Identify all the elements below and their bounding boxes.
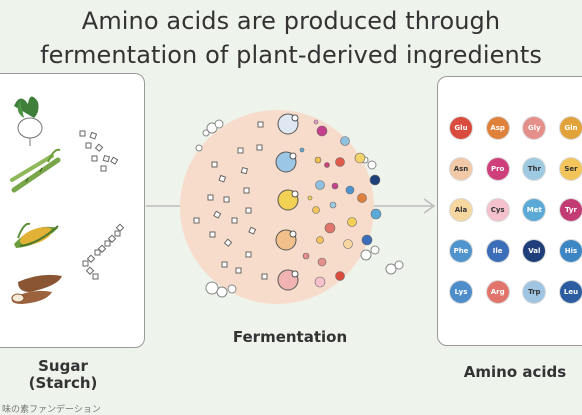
amino-acid-lys: Lys bbox=[450, 281, 472, 303]
amino-acid-glu: Glu bbox=[450, 117, 472, 139]
amino-acid-ile: Ile bbox=[486, 240, 509, 262]
sugar-label-line-2: (Starch) bbox=[28, 374, 98, 392]
amino-acid-row: Phe Ile Val His bbox=[450, 240, 582, 262]
amino-acid-leu: Leu bbox=[559, 281, 582, 303]
radish-icon bbox=[14, 96, 43, 146]
sugar-crystals bbox=[79, 130, 125, 280]
fermentation-label: Fermentation bbox=[232, 328, 348, 346]
amino-acid-arg: Arg bbox=[486, 281, 509, 303]
amino-acid-cys: Cys bbox=[486, 199, 509, 221]
amino-acid-row: Ala Cys Met Tyr bbox=[450, 199, 582, 221]
fermentation-sugar-crystals bbox=[193, 121, 268, 280]
sugar-label-line-1: Sugar bbox=[38, 357, 88, 375]
amino-acid-asn: Asn bbox=[450, 158, 472, 180]
amino-acid-trp: Trp bbox=[523, 281, 546, 303]
amino-acid-met: Met bbox=[523, 199, 546, 221]
microbe-icons bbox=[275, 113, 299, 291]
cassava-icon bbox=[11, 274, 62, 304]
amino-acid-ala: Ala bbox=[450, 199, 472, 221]
title-line-1: Amino acids are produced through bbox=[81, 7, 501, 35]
amino-acid-dots bbox=[299, 119, 382, 288]
arrow-head-icon bbox=[423, 198, 436, 214]
corn-icon bbox=[14, 222, 59, 248]
amino-acid-his: His bbox=[559, 240, 582, 262]
title-line-2: fermentation of plant-derived ingredient… bbox=[40, 41, 542, 69]
page-title: Amino acids are produced through ferment… bbox=[0, 4, 582, 72]
amino-acid-row: Asn Pro Thr Ser bbox=[450, 158, 582, 180]
sugar-label: Sugar (Starch) bbox=[8, 358, 118, 392]
footer-text: 味の素ファンデーション bbox=[2, 405, 101, 415]
amino-acid-val: Val bbox=[523, 240, 546, 262]
amino-acid-phe: Phe bbox=[450, 240, 472, 262]
amino-acid-tyr: Tyr bbox=[559, 199, 582, 221]
amino-acid-asp: Asp bbox=[486, 117, 509, 139]
amino-acids-label: Amino acids bbox=[463, 363, 567, 381]
amino-acid-ser: Ser bbox=[559, 158, 582, 180]
fermentation-vessel bbox=[180, 110, 374, 304]
amino-acid-gly: Gly bbox=[523, 117, 546, 139]
bubble-clouds bbox=[195, 119, 404, 298]
amino-acid-row: Glu Asp Gly Gln bbox=[450, 117, 582, 139]
amino-acid-pro: Pro bbox=[486, 158, 509, 180]
amino-acid-row: Lys Arg Trp Leu bbox=[450, 281, 582, 303]
amino-acid-thr: Thr bbox=[523, 158, 546, 180]
sugarcane-icon bbox=[10, 148, 61, 193]
amino-acid-gln: Gln bbox=[559, 117, 582, 139]
